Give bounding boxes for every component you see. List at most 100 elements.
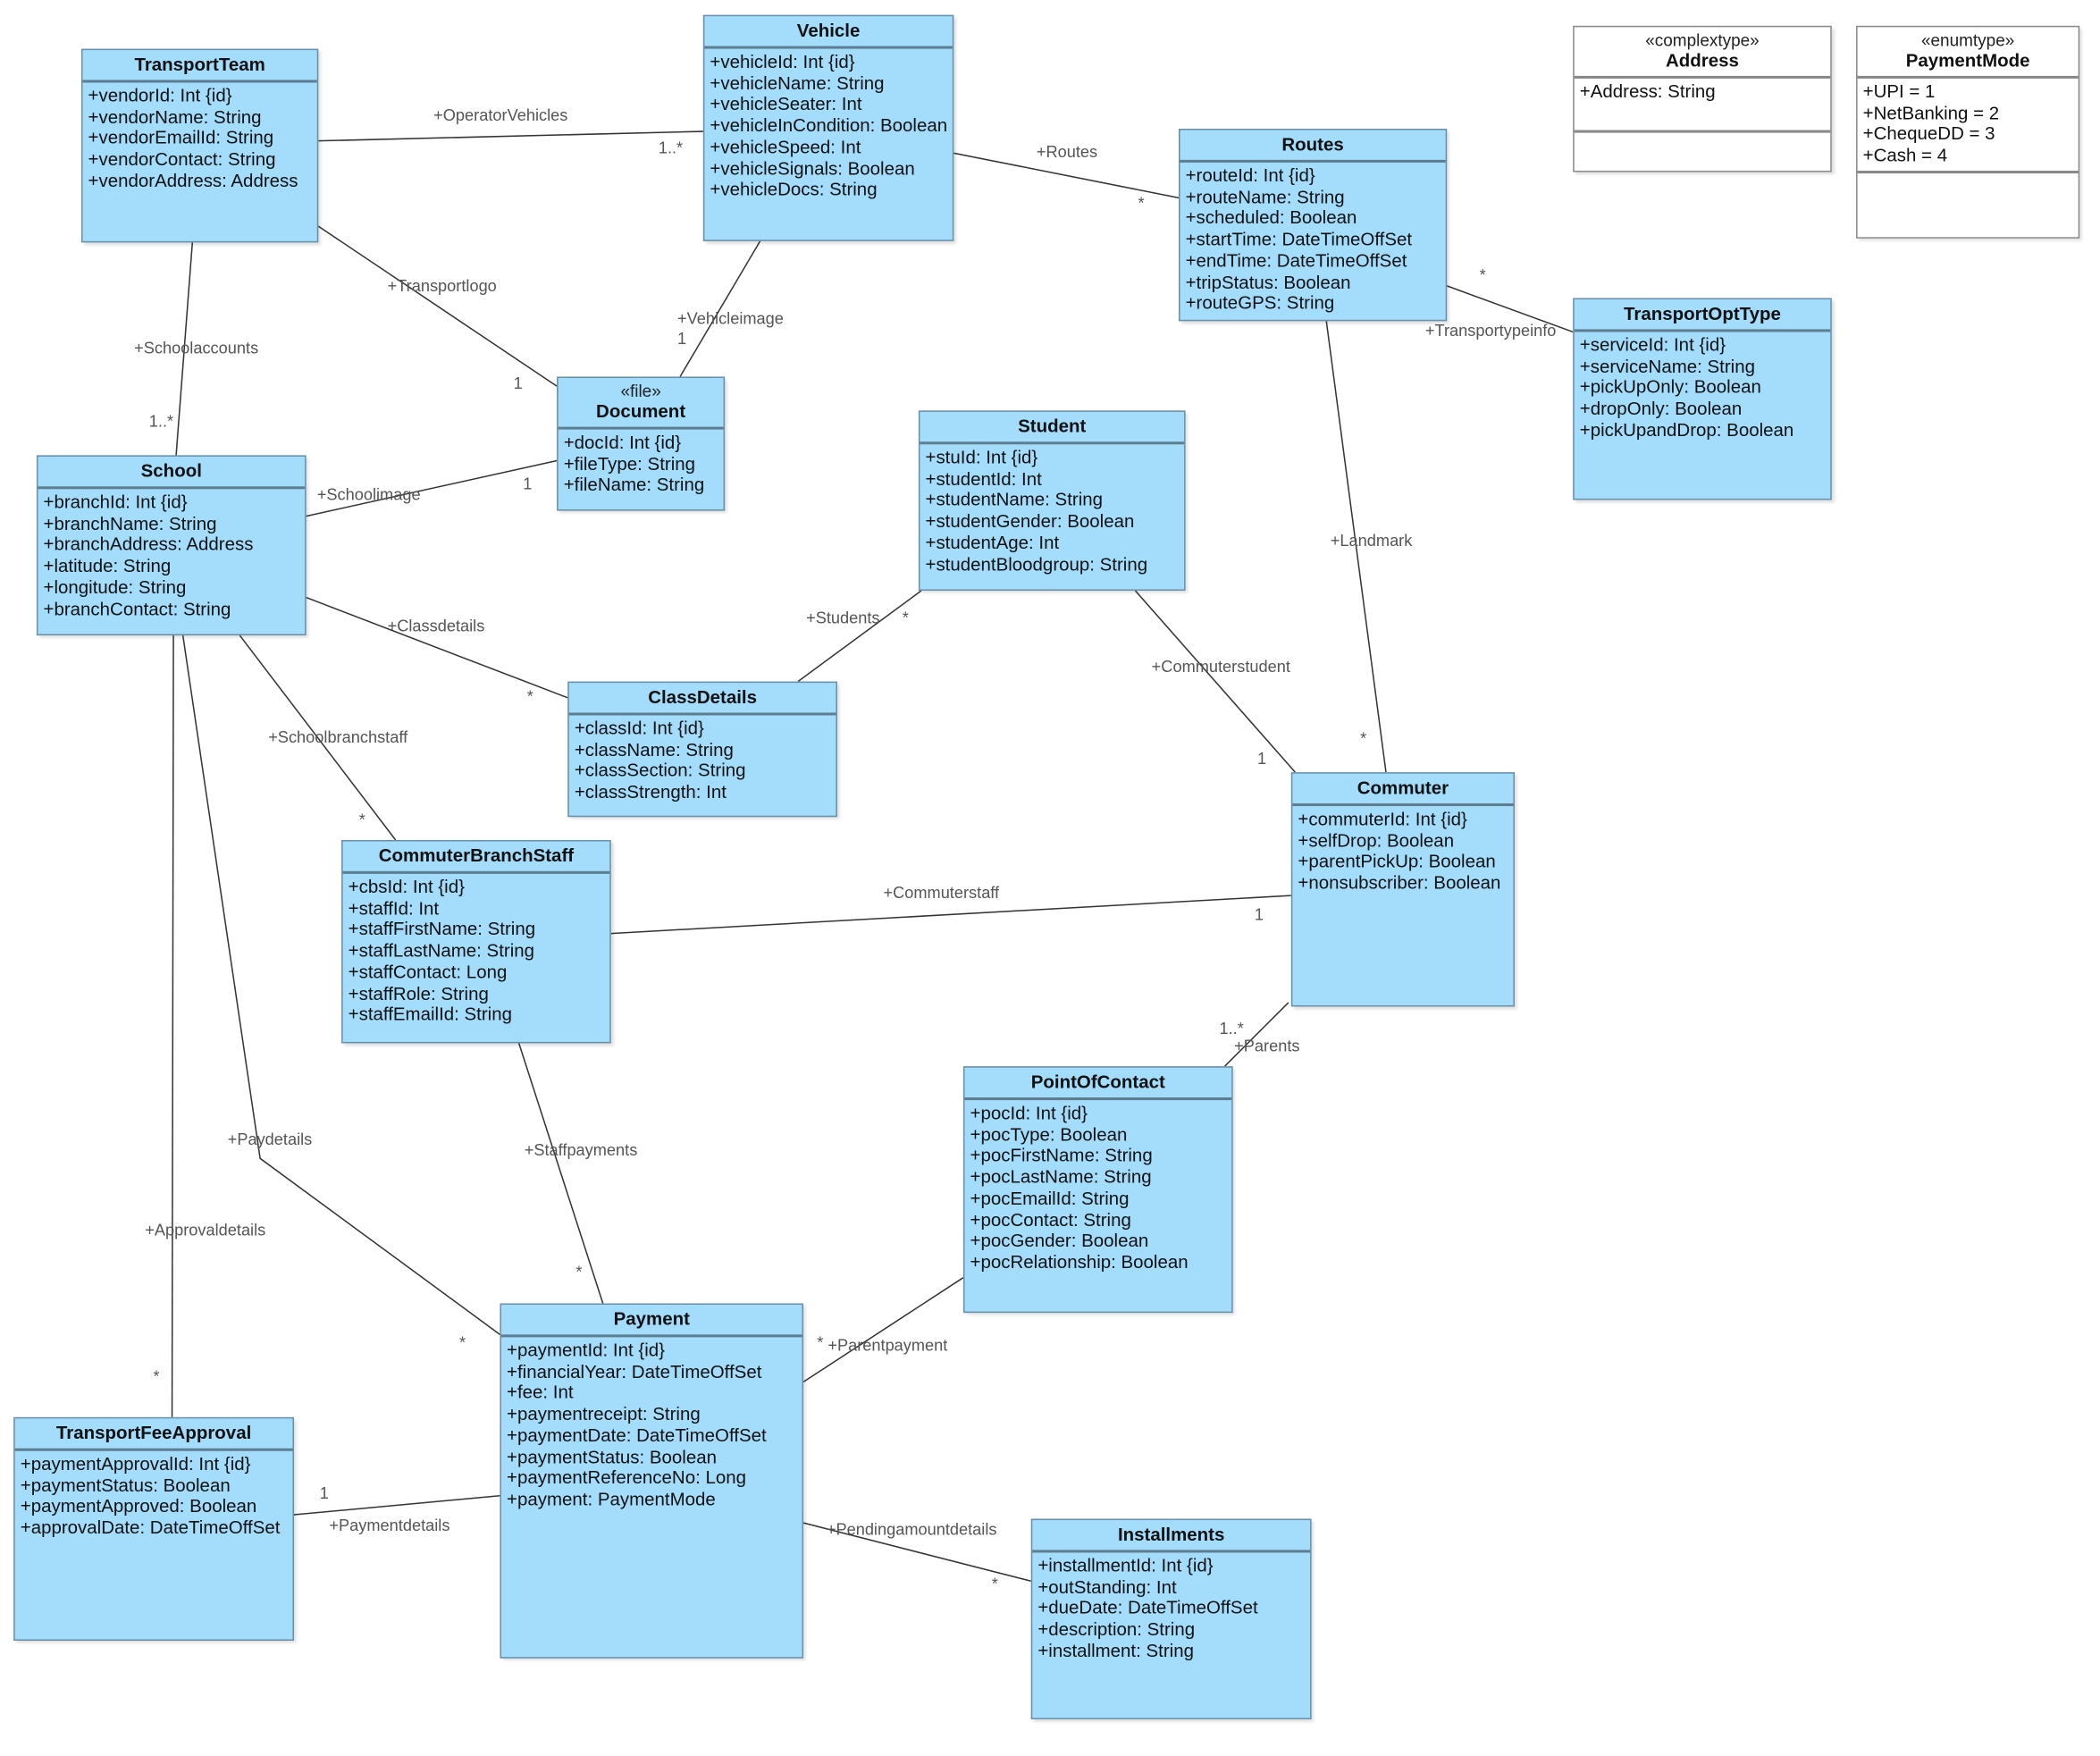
class-attribute: +branchContact: String [43,598,231,619]
association-line[interactable] [1134,590,1296,773]
association-line[interactable] [802,1277,964,1383]
class-name: Student [1018,416,1087,437]
multiplicity-label: 1 [523,474,533,493]
association-label: +Landmark [1330,531,1413,550]
class-class-details[interactable]: ClassDetails+classId: Int {id}+className… [567,681,837,818]
class-point-of-contact[interactable]: PointOfContact+pocId: Int {id}+pocType: … [962,1066,1233,1314]
class-attribute: +longitude: String [43,576,187,598]
association-line[interactable] [171,635,174,1417]
association-line[interactable] [318,130,703,142]
association-label: +Pendingamountdetails [826,1520,997,1540]
class-transport-opt-type[interactable]: TransportOptType+serviceId: Int {id}+ser… [1573,298,1832,500]
association-label: +Commuterstaff [883,883,1000,903]
association-line[interactable] [175,242,194,456]
class-attribute: +scheduled: Boolean [1185,207,1357,229]
class-attribute: +commuterId: Int {id} [1298,809,1467,829]
class-vehicle[interactable]: Vehicle+vehicleId: Int {id}+vehicleName:… [702,14,954,241]
class-header: Routes [1180,130,1446,163]
association-line[interactable] [802,1522,1031,1583]
association-line[interactable] [953,152,1180,199]
class-attribute: +pocType: Boolean [970,1123,1128,1145]
association-line[interactable] [610,895,1291,935]
class-name: PointOfContact [1030,1071,1165,1092]
class-attribute: +pocFirstName: String [970,1145,1153,1166]
class-attribute: +studentId: Int [925,468,1042,489]
association-line[interactable] [679,240,761,377]
class-attribute: +vehicleDocs: String [710,179,878,200]
class-address[interactable]: «complextype»Address+Address: String [1573,25,1832,172]
multiplicity-label: * [358,810,365,829]
class-commuter[interactable]: Commuter+commuterId: Int {id}+selfDrop: … [1290,772,1515,1007]
class-name: Payment [613,1308,690,1330]
class-attribute: +payment: PaymentMode [507,1489,716,1509]
association-label: +OperatorVehicles [433,105,568,125]
association-line[interactable] [293,1495,500,1516]
class-attribute: +paymentDate: DateTimeOffSet [507,1424,767,1446]
association-line[interactable] [797,590,922,683]
class-payment-mode[interactable]: «enumtype»PaymentMode+UPI = 1+NetBanking… [1856,25,2080,239]
class-attribute: +cbsId: Int {id} [348,876,465,897]
class-header: TransportTeam [82,50,317,83]
class-attribute: +nonsubscriber: Boolean [1298,872,1501,894]
association-label: +Transportlogo [387,276,497,296]
class-name: Commuter [1357,777,1449,798]
multiplicity-label: * [575,1263,583,1282]
class-attribute: +staffRole: String [348,982,489,1004]
association-line[interactable] [181,634,500,1335]
class-attribute: +serviceName: String [1579,356,1756,377]
class-attributes: +branchId: Int {id}+branchName: String+b… [38,489,305,622]
class-commuter-branch-staff[interactable]: CommuterBranchStaff +cbsId: Int {id} +staf… [341,839,611,1044]
class-student[interactable]: Student+stuId: Int {id}+studentId: Int+s… [918,410,1186,592]
association-label: +Schoolimage [316,484,421,504]
multiplicity-label: 1 [1256,749,1267,769]
class-installments[interactable]: Installments+installmentId: Int {id}+out… [1030,1518,1312,1719]
association-line[interactable] [1446,285,1574,333]
class-document[interactable]: «file»Document+docId: Int {id}+fileType:… [557,376,726,511]
multiplicity-label: 1 [677,329,687,349]
class-name: TransportOptType [1624,303,1781,324]
multiplicity-label: * [153,1366,160,1386]
multiplicity-label: 1 [1254,904,1264,924]
class-attribute: +routeName: String [1185,186,1345,207]
association-label: +Parents [1234,1036,1300,1056]
class-attribute: +description: String [1037,1618,1196,1640]
class-name: TransportFeeApproval [55,1422,252,1443]
association-line[interactable] [1325,321,1387,773]
association-line[interactable] [517,1043,604,1304]
multiplicity-label: * [1138,193,1145,214]
class-school[interactable]: School+branchId: Int {id}+branchName: St… [36,455,307,636]
association-line[interactable] [239,634,397,841]
class-attribute: +Cash = 4 [1862,145,1948,166]
class-attribute: +vendorEmailId: String [88,128,274,148]
class-name: CommuterBranchStaff [378,845,575,866]
multiplicity-label: 1..* [1219,1019,1244,1038]
class-attribute: +tripStatus: Boolean [1185,272,1351,292]
class-transport-fee-approval[interactable]: TransportFeeApproval +paymentApprovalId: … [13,1416,294,1641]
class-attributes: +paymentApprovalId: Int {id}+paymentStat… [15,1451,293,1542]
association-label: +Transportypeinfo [1424,321,1557,340]
class-name: Address [1666,50,1739,71]
class-header: TransportOptType [1574,299,1831,332]
association-line[interactable] [306,596,568,699]
association-line[interactable] [306,459,558,517]
class-stereotype: «file» [620,382,661,401]
class-name: PaymentMode [1905,50,2030,71]
multiplicity-label: 1..* [658,138,684,157]
class-routes[interactable]: Routes+routeId: Int {id}+routeName: Stri… [1179,129,1448,322]
class-header: PointOfContact [964,1068,1232,1101]
class-payment[interactable]: Payment+paymentId: Int {id}+financialYea… [500,1303,804,1659]
class-header: «complextype»Address [1574,27,1831,79]
class-attribute: +parentPickUp: Boolean [1298,851,1496,872]
class-attribute: +pocLastName: String [970,1166,1152,1188]
class-attribute: +staffLastName: String [348,940,535,962]
class-stereotype: «complextype» [1645,30,1760,51]
class-attribute: +routeGPS: String [1185,292,1335,314]
class-attribute: +paymentreceipt: String [507,1403,701,1424]
association-line[interactable] [317,225,558,387]
association-line[interactable] [1224,1002,1289,1067]
class-transport-team[interactable]: TransportTeam+vendorId: Int {id}+vendorN… [80,48,319,243]
class-attribute: +fileName: String [563,475,705,495]
class-attribute: +NetBanking = 2 [1862,102,2000,123]
class-header: School [38,457,306,490]
